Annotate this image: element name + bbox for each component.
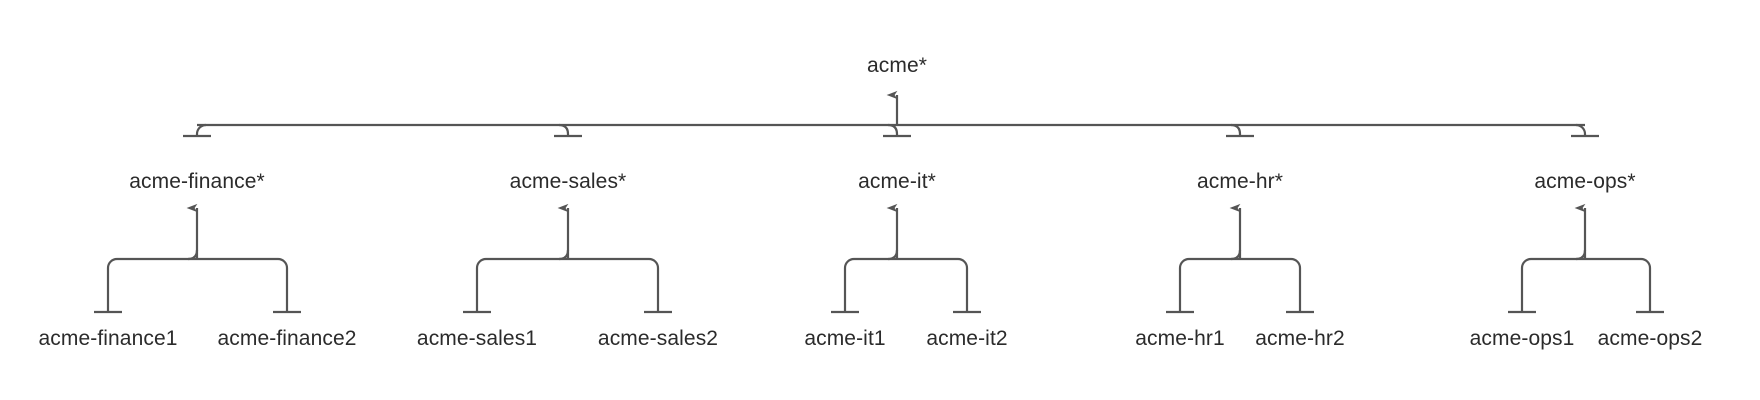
node-leaf-acme-sales2[interactable]: acme-sales2 [597,327,719,350]
edge-tee-level2 [187,249,199,261]
node-leaf-acme-sales1[interactable]: acme-sales1 [416,327,538,350]
edge-corner-left-level2 [106,257,118,269]
edge-tee-level2 [558,249,570,261]
edge-tee-level2 [887,249,899,261]
edge-tee-level1 [558,123,570,135]
edge-corner-left-level2 [843,257,855,269]
edge-corner-right-level2 [1290,257,1302,269]
node-mid-acme-hr[interactable]: acme-hr* [1197,170,1283,193]
edge-corner-right-level1 [1575,123,1587,135]
node-leaf-acme-hr1[interactable]: acme-hr1 [1135,327,1225,350]
edge-corner-right-level2 [648,257,660,269]
edge-corner-right-level2 [957,257,969,269]
node-leaf-acme-it1[interactable]: acme-it1 [804,327,886,350]
node-leaf-acme-hr2[interactable]: acme-hr2 [1255,327,1345,350]
edge-tee-level1 [1230,123,1242,135]
edge-tee-level1 [887,123,899,135]
node-root-acme[interactable]: acme* [866,54,928,77]
edge-corner-right-level2 [1640,257,1652,269]
node-leaf-acme-finance2[interactable]: acme-finance2 [217,327,357,350]
edge-corner-left-level2 [1520,257,1532,269]
edge-corner-left-level1 [195,123,207,135]
node-mid-acme-sales[interactable]: acme-sales* [509,170,627,193]
node-leaf-acme-finance1[interactable]: acme-finance1 [38,327,178,350]
edge-tee-level2 [1575,249,1587,261]
edge-tee-level2 [1230,249,1242,261]
node-leaf-acme-ops1[interactable]: acme-ops1 [1469,327,1575,350]
edge-corner-left-level2 [1178,257,1190,269]
node-leaf-acme-ops2[interactable]: acme-ops2 [1597,327,1703,350]
node-mid-acme-ops[interactable]: acme-ops* [1534,170,1636,193]
node-leaf-acme-it2[interactable]: acme-it2 [926,327,1008,350]
node-mid-acme-finance[interactable]: acme-finance* [129,170,265,193]
edge-corner-left-level2 [475,257,487,269]
edge-corner-right-level2 [277,257,289,269]
node-mid-acme-it[interactable]: acme-it* [858,170,936,193]
